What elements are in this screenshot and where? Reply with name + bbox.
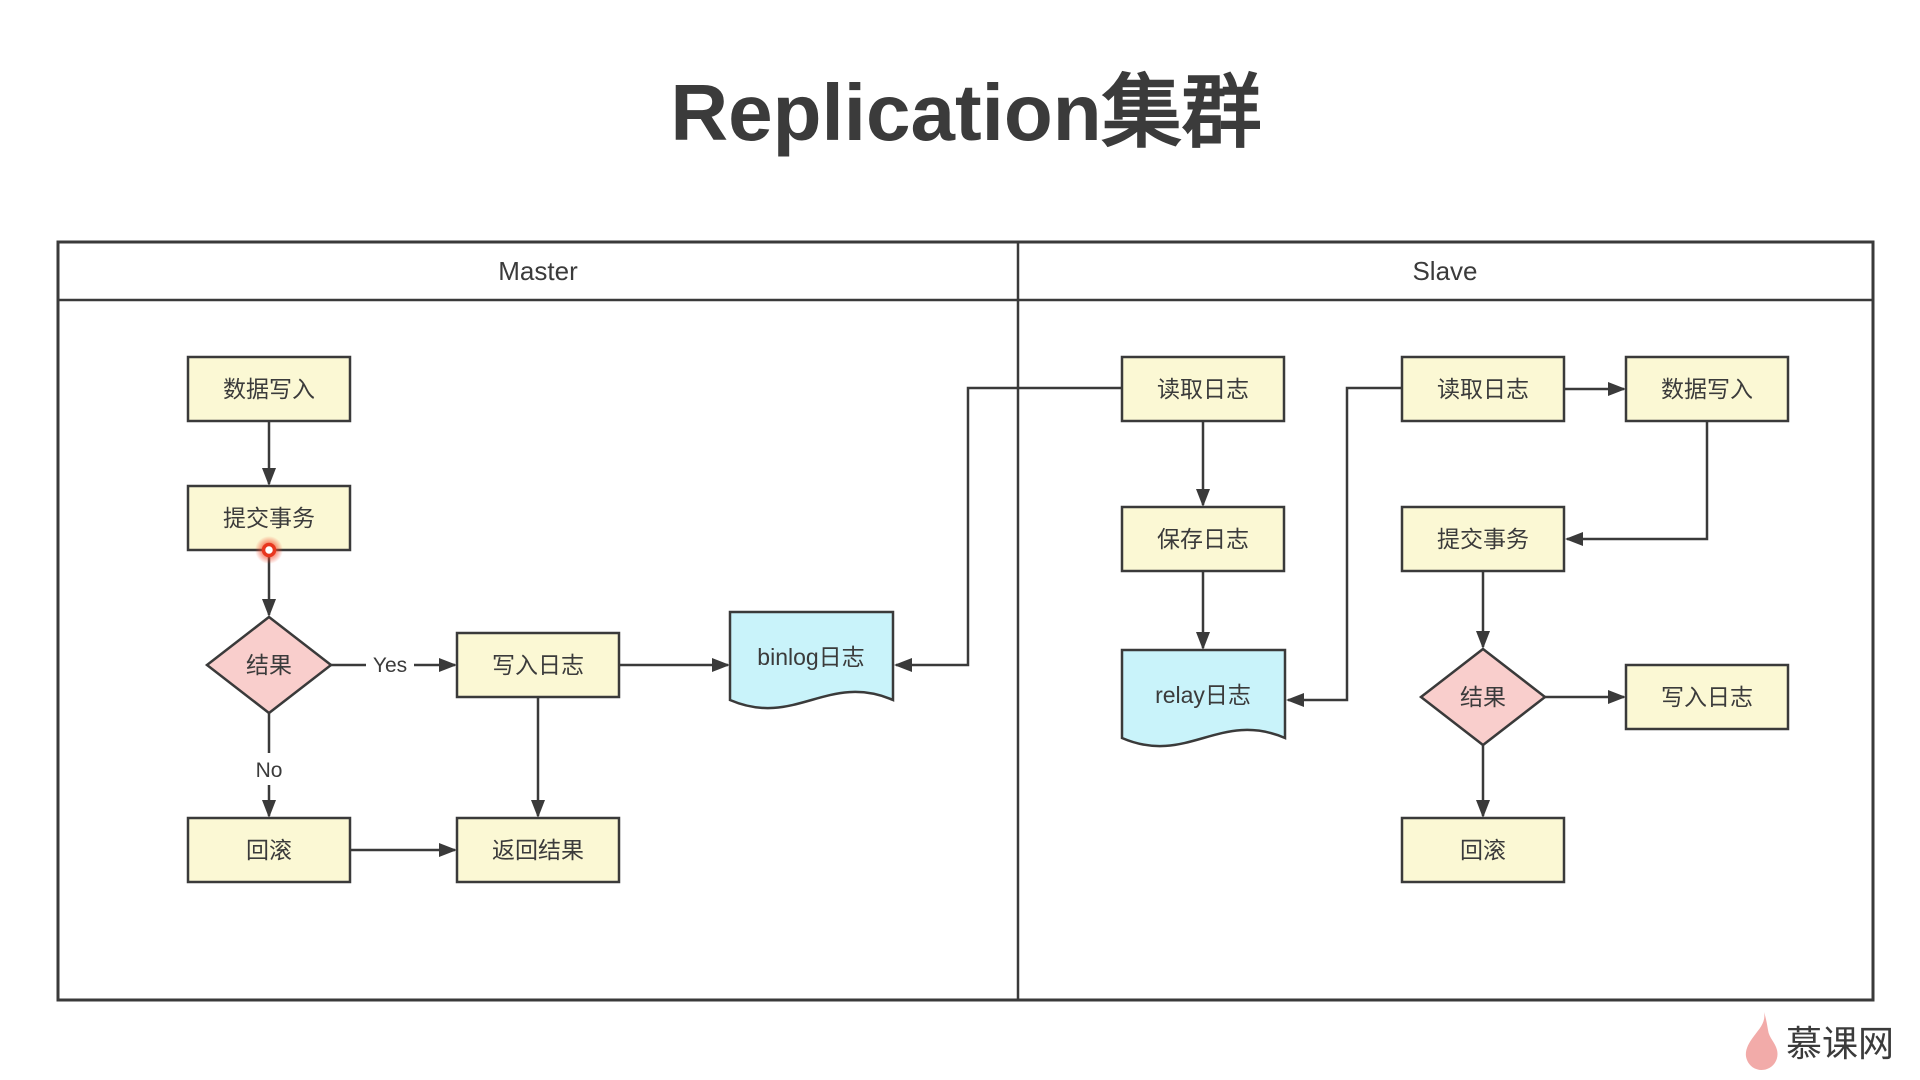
svg-text:写入日志: 写入日志	[1661, 684, 1753, 710]
svg-text:回滚: 回滚	[1460, 837, 1506, 863]
slave-lane: 读取日志 保存日志 relay日志 读取日志 数据写入 提交事务 结果	[1120, 355, 1790, 884]
svg-text:提交事务: 提交事务	[1437, 526, 1529, 552]
edge-label-yes: Yes	[366, 649, 414, 681]
node-master-result: 结果	[204, 615, 334, 715]
node-slave-rollback: 回滚	[1400, 816, 1566, 884]
node-slave-relay-document: relay日志	[1120, 648, 1287, 748]
table-border	[56, 240, 1875, 1002]
edge-label-no: No	[248, 753, 290, 785]
edge-slave-readlog-to-binlog	[894, 386, 1122, 672]
node-slave-read-log-from-master: 读取日志	[1120, 355, 1286, 423]
svg-text:binlog日志: binlog日志	[757, 644, 864, 670]
node-master-write-log: 写入日志	[455, 631, 621, 699]
node-slave-data-write: 数据写入	[1624, 355, 1790, 423]
svg-text:提交事务: 提交事务	[223, 505, 315, 531]
svg-text:读取日志: 读取日志	[1437, 376, 1529, 402]
svg-text:No: No	[256, 759, 283, 782]
node-master-binlog-document: binlog日志	[728, 610, 895, 710]
watermark-brand: 慕课网	[1786, 1023, 1894, 1064]
highlight-dot	[255, 536, 283, 564]
node-slave-save-log: 保存日志	[1120, 505, 1286, 573]
node-slave-result: 结果	[1418, 647, 1548, 747]
flame-icon	[1745, 1012, 1778, 1070]
page-title: Replication集群	[670, 68, 1261, 157]
svg-text:Yes: Yes	[373, 654, 407, 677]
svg-text:relay日志: relay日志	[1155, 682, 1251, 708]
svg-text:读取日志: 读取日志	[1157, 376, 1249, 402]
svg-text:返回结果: 返回结果	[492, 837, 584, 863]
node-master-return-result: 返回结果	[455, 816, 621, 884]
svg-text:结果: 结果	[1460, 684, 1506, 710]
lane-header-master: Master	[498, 256, 578, 286]
svg-text:回滚: 回滚	[246, 837, 292, 863]
node-slave-write-log: 写入日志	[1624, 663, 1790, 731]
edge-slave-datawrite-to-commit	[1565, 421, 1709, 546]
svg-text:数据写入: 数据写入	[223, 376, 315, 402]
cluster-table: Master Slave	[56, 240, 1875, 1002]
svg-text:结果: 结果	[246, 652, 292, 678]
lane-header-slave: Slave	[1412, 256, 1477, 286]
svg-text:数据写入: 数据写入	[1661, 376, 1753, 402]
svg-text:保存日志: 保存日志	[1157, 526, 1249, 552]
master-lane: Yes No 数据写入 提交事务 结果 写入日志	[186, 355, 895, 884]
node-master-rollback: 回滚	[186, 816, 352, 884]
node-slave-read-relay-log: 读取日志	[1400, 355, 1566, 423]
edge-slave-readrelay-to-relay	[1286, 386, 1402, 707]
node-slave-commit-transaction: 提交事务	[1400, 505, 1566, 573]
svg-text:写入日志: 写入日志	[492, 652, 584, 678]
node-master-data-write: 数据写入	[186, 355, 352, 423]
watermark-logo: 慕课网	[1745, 1012, 1894, 1070]
